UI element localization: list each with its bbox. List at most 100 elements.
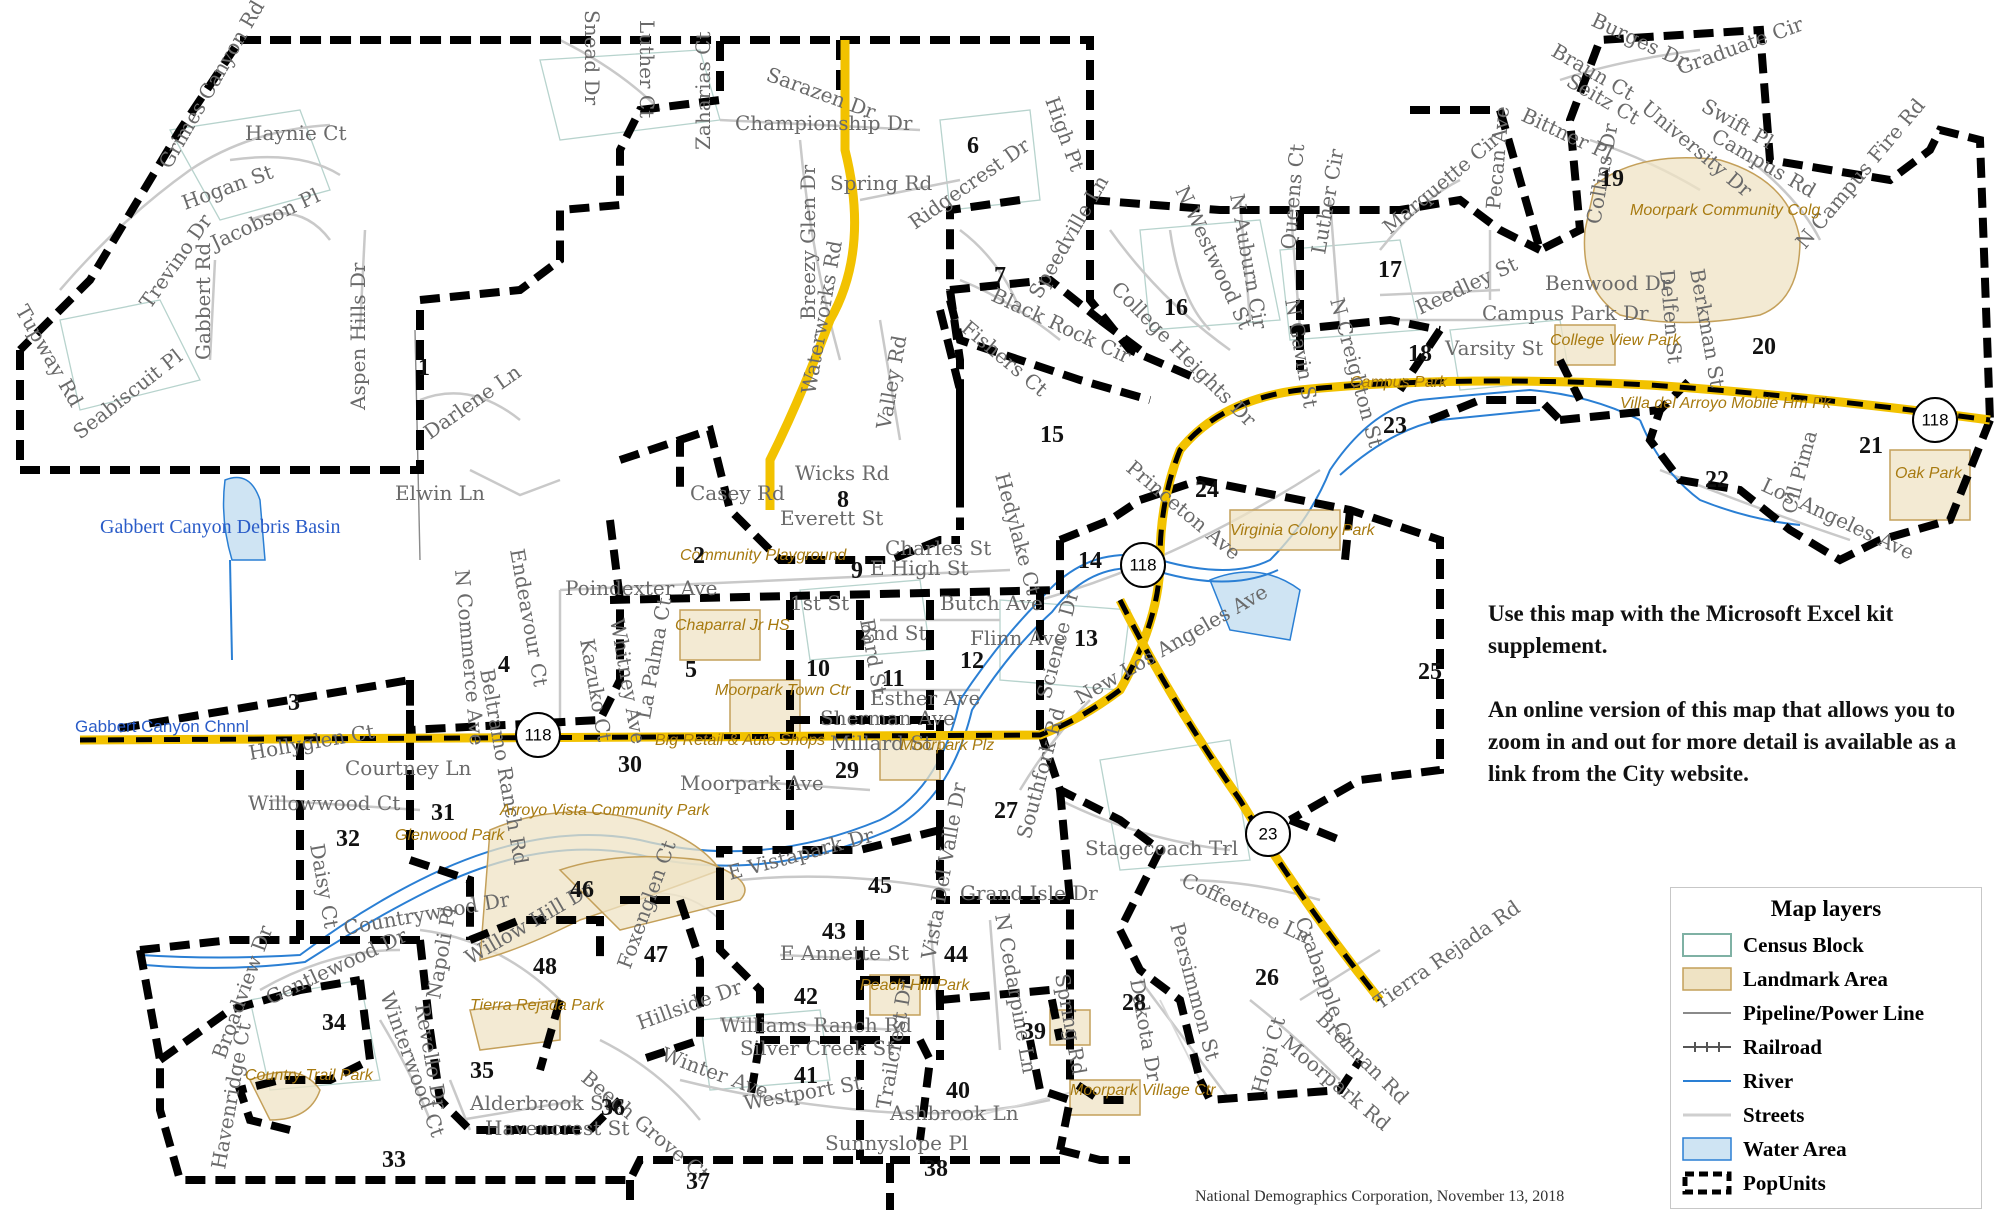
street-label: Moorpark Ave [680,771,824,795]
street-label: Millard St [830,731,932,755]
street-label: Esther Ave [870,686,980,710]
popunit-label: 26 [1255,965,1279,991]
legend-label: PopUnits [1743,1170,1826,1195]
popunit-label: 14 [1078,548,1102,574]
landmark-label: Community Playground [680,547,847,564]
landmark-label: Country Trail Park [245,1067,374,1084]
street-label: Fishers Ct [957,315,1053,401]
street-label: Grand Isle Dr [960,881,1098,905]
landmark-label: Moorpark Plz [900,737,994,754]
popunit-label: 8 [837,487,849,513]
street-label: Benwood Dr [1545,271,1671,295]
street-label: Butch Ave [940,591,1043,615]
landmark-label: Glenwood Park [395,827,505,844]
street-label: Willowwood Ct [248,791,400,815]
landmark-areas [248,157,1971,1121]
popunit-label: 19 [1600,166,1624,192]
street-label: Stagecoach Trl [1085,836,1238,860]
street-label: Spring Rd [830,171,933,195]
popunit-label: 23 [1383,413,1407,439]
street-label: Gabbert Rd [191,243,215,360]
street-label: Poindexter Ave [565,576,717,600]
popunit-label: 20 [1752,334,1776,360]
street-label: Persimmon St [1165,920,1225,1063]
street-label: Breezy Glen Dr [796,164,820,320]
popunit-label: 11 [882,666,905,692]
legend-label: Pipeline/Power Line [1743,1000,1925,1025]
street-label: High Pt [1040,94,1089,175]
popunit-label: 28 [1122,990,1146,1016]
street-label: N Creighton St [1325,295,1388,450]
street-label: Williams Ranch Rd [720,1013,912,1037]
landmark-label: Moorpark Town Ctr [715,682,851,699]
street-label: Havencrest St [485,1116,629,1140]
highway-shield-118: 118 [1912,397,1958,443]
streets-swatch-icon [1683,1113,1731,1117]
river-swatch-icon [1683,1080,1731,1082]
legend-title: Map layers [1770,896,1882,921]
popunit-label: 5 [685,657,697,683]
street-label: Alderbrook St [469,1091,612,1115]
landmark-label: Campus Park [1350,374,1448,391]
popunit-labels: 1 2 3 4 5 6 7 8 9 10 11 12 13 14 15 16 1… [288,133,1883,1195]
popunit-label: 16 [1164,295,1188,321]
street-label: Courtney Ln [345,756,471,780]
popunit-label: 37 [686,1169,710,1195]
street-label: Everett St [780,506,883,530]
legend-label: Landmark Area [1743,966,1888,991]
popunit-label: 30 [618,752,642,778]
street-label: Zaharias Ct [691,32,715,150]
street-label: Charles St [885,536,991,560]
popunit-label: 1 [418,355,430,381]
street-label: Sherman Ave [820,706,955,730]
street-label: Queens Ct [1276,143,1309,250]
street-label: Grimes Canyon Rd [154,0,270,172]
street-label: N Campus Fire Rd [1790,93,1930,253]
popunit-label: 13 [1074,626,1098,652]
popunit-label: 43 [822,919,846,945]
street-label: Wicks Rd [795,461,890,485]
street-label: Daisy Ct [305,842,344,930]
street-label: Valley Rd [871,333,911,432]
popunit-label: 44 [944,942,968,968]
street-label: Aspen Hills Dr [346,262,370,411]
svg-text:118: 118 [1129,556,1156,575]
popunit-label: 24 [1195,477,1219,503]
popunit-label: 4 [498,652,510,678]
street-label: Varsity St [1444,336,1543,360]
legend-item-census-block: Census Block [1681,928,1971,962]
legend-item-streets: Streets [1681,1098,1971,1132]
popunit-label: 31 [431,800,455,826]
street-label: Sunnyslope Pl [825,1131,968,1155]
svg-text:23: 23 [1259,825,1278,844]
street-label: Hedylake Ct [990,470,1046,597]
landmark-label: Villa del Arroyo Mobile Hm Pk [1620,395,1832,412]
water-labels: Gabbert Canyon Debris Basin Gabbert Cany… [75,516,341,736]
street-label: N Commerce Ave [450,568,489,746]
legend-item-railroad: Railroad [1681,1030,1971,1064]
street-label: Graduate Cir [1674,12,1807,80]
street-label: Campus Park Dr [1482,301,1649,325]
street-label: La Palma Ct [631,596,676,721]
street-label: E Annette St [780,941,909,965]
landmark-label: Chaparral Jr HS [675,617,790,634]
landmark-labels: Moorpark Community Colg College View Par… [245,202,1963,1099]
popunit-label: 36 [601,1095,625,1121]
popunit-label: 45 [868,873,892,899]
street-label: Luther Cir [1306,147,1348,256]
legend-item-landmark-area: Landmark Area [1681,962,1971,996]
popunits-swatch-icon [1682,1171,1732,1195]
legend-label: Water Area [1743,1136,1847,1161]
popunit-label: 48 [533,954,557,980]
popunit-label: 21 [1859,433,1883,459]
popunit-label: 15 [1040,422,1064,448]
popunit-label: 38 [924,1156,948,1182]
street-label: Casey Rd [690,481,785,505]
street-label: Snead Dr [580,10,604,106]
popunit-label: 12 [960,648,984,674]
street-label: Speedville Ln [1024,171,1114,302]
street-label: Silver Creek St [740,1036,894,1060]
street-label: Elwin Ln [395,481,485,505]
legend-item-water-area: Water Area [1681,1132,1971,1166]
